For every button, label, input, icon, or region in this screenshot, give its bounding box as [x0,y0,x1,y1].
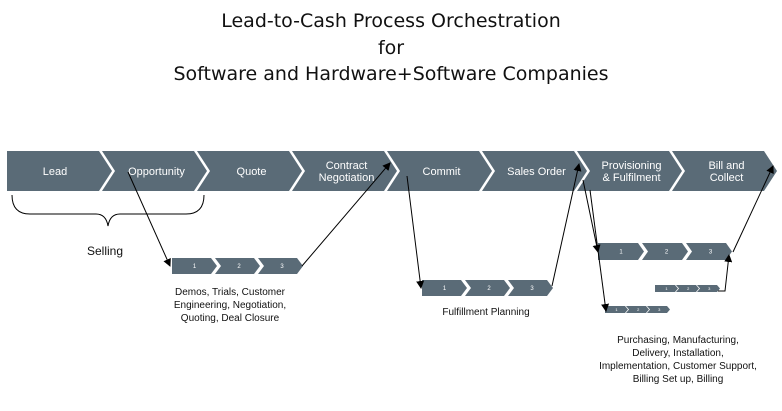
provisioning-substeps-a-label-3: 3 [708,286,711,291]
connector-arrows [127,162,774,312]
title-line-3: Software and Hardware+Software Companies [173,63,609,85]
chevron-label-contract-negotiation-2: Negotiation [319,172,375,184]
fulfillment-steps-label-2: 2 [487,286,491,292]
chevron-label-quote: Quote [237,166,267,178]
caption-fulfillment: Fulfillment Planning [411,306,561,319]
chevron-bill-and-collect [672,151,777,191]
provisioning-steps-label-2: 2 [665,250,669,256]
arrow-provisioning-to-steps-a [582,179,601,253]
chevron-commit [387,151,492,191]
provisioning-substeps-b-label-2: 2 [637,307,640,312]
provisioning-substeps-b-label-1: 1 [615,307,618,312]
caption-provisioning: Purchasing, Manufacturing, Delivery, Ins… [578,334,778,386]
caption-fulfillment-line-1: Fulfillment Planning [442,307,530,318]
caption-provisioning-line-3: Implementation, Customer Support, [599,361,757,372]
provisioning-substeps-a-chevron-3 [697,285,720,292]
sub-process-chevrons: 1 2 3 1 2 3 1 2 3 1 2 3 1 2 3 [172,243,732,313]
fulfillment-steps-chevron-1 [422,280,467,296]
chevron-opportunity [102,151,207,191]
chevron-label-provisioning-2: & Fulfilment [602,172,660,184]
arrow-opportunity-to-steps [127,171,171,267]
selling-steps-label-3: 3 [280,264,284,270]
caption-selling-line-2: Engineering, Negotiation, [173,300,287,311]
chevron-provisioning [577,151,682,191]
chevron-label-contract-negotiation-1: Contract [326,160,368,172]
provisioning-substeps-a-label-1: 1 [665,286,668,291]
title-line-2: for [377,37,405,59]
provisioning-substeps-a-label-2: 2 [687,286,690,291]
fulfillment-steps-chevron-2 [465,280,510,296]
provisioning-substeps-a-chevron-1 [655,285,678,292]
chevron-lead [7,151,112,191]
arrow-commit-to-fulfillment-steps [406,175,425,289]
selling-label: Selling [87,244,124,258]
provisioning-steps-label-1: 1 [619,250,623,256]
provisioning-steps-label-3: 3 [709,250,713,256]
arrow-fulfillment-steps-to-sales-order [551,163,582,287]
chevron-quote [197,151,302,191]
selling-steps-chevron-3 [258,258,303,274]
provisioning-steps-chevron-2 [642,243,688,260]
arrow-steps-to-contract [301,162,391,267]
provisioning-substeps-b-chevron-3 [647,306,670,313]
title-line-1: Lead-to-Cash Process Orchestration [221,10,561,32]
caption-provisioning-line-4: Billing Set up, Billing [632,374,724,385]
chevron-label-provisioning-1: Provisioning [602,160,662,172]
caption-selling-line-1: Demos, Trials, Customer [174,287,286,298]
chevron-label-opportunity: Opportunity [128,166,185,178]
caption-provisioning-line-2: Delivery, Installation, [632,348,724,359]
selling-steps-chevron-1 [172,258,217,274]
chevron-label-bill-and-collect-1: Bill and [708,160,744,172]
provisioning-substeps-b-label-3: 3 [658,307,661,312]
chevron-label-commit: Commit [423,166,461,178]
chevron-contract-negotiation [292,151,397,191]
arrow-provisioning-to-steps-b [589,189,610,312]
chevron-label-sales-order: Sales Order [507,166,566,178]
selling-brace [11,194,205,227]
provisioning-steps-chevron-3 [686,243,732,260]
arrow-small-steps-to-steps [718,254,733,292]
selling-steps-chevron-2 [215,258,260,274]
caption-selling-line-3: Quoting, Deal Closure [180,313,280,324]
provisioning-steps-chevron-1 [598,243,644,260]
provisioning-substeps-b-chevron-1 [605,306,628,313]
fulfillment-steps-label-1: 1 [443,286,447,292]
arrow-steps-to-bill [732,165,774,253]
caption-selling: Demos, Trials, Customer Engineering, Neg… [140,286,320,325]
chevron-label-lead: Lead [43,166,67,178]
provisioning-substeps-b-chevron-2 [626,306,649,313]
chevron-label-bill-and-collect-2: Collect [710,172,744,184]
fulfillment-steps-label-3: 3 [530,286,534,292]
provisioning-substeps-a-chevron-2 [676,285,699,292]
caption-provisioning-line-1: Purchasing, Manufacturing, [617,335,739,346]
selling-steps-label-2: 2 [237,264,241,270]
fulfillment-steps-chevron-3 [508,280,553,296]
selling-steps-label-1: 1 [193,264,197,270]
chevron-sales-order [482,151,587,191]
